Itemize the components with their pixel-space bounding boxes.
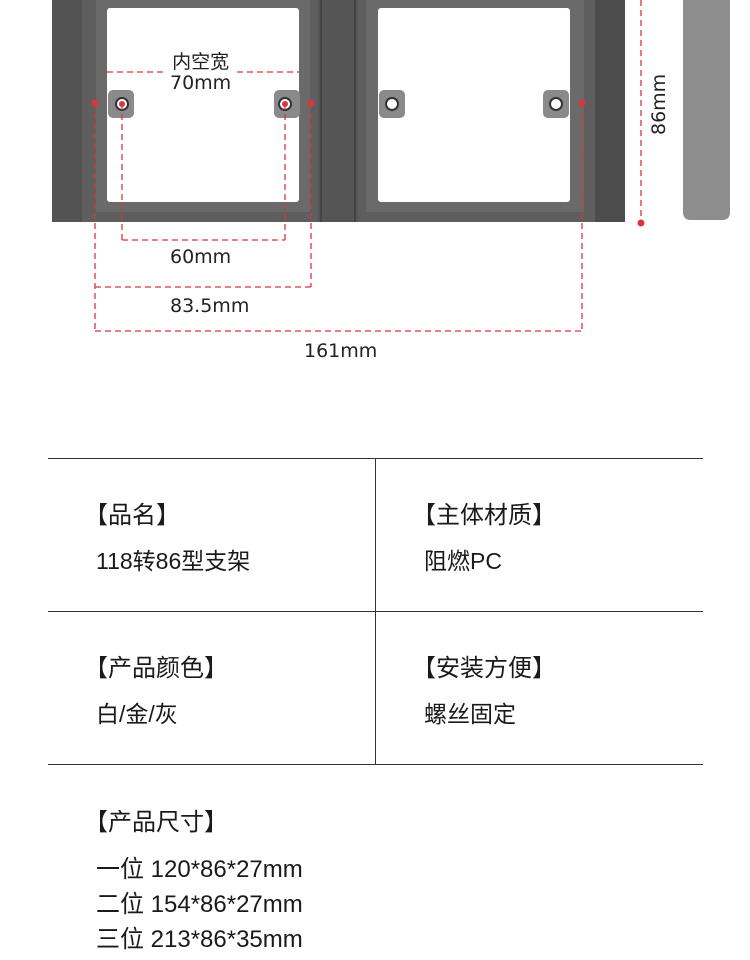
spec-cell-install: 【安装方便】 螺丝固定 — [376, 612, 703, 764]
spec-name-value: 118转86型支架 — [96, 548, 251, 574]
screw-tabs — [108, 90, 569, 118]
bracket-dimension-diagram: 内空宽 70mm 60mm 83.5mm 161mm 86mm — [0, 0, 750, 400]
right-opening — [378, 8, 570, 202]
spec-cell-color: 【产品颜色】 白/金/灰 — [48, 612, 376, 764]
spec-row-1: 【品名】 118转86型支架 【主体材质】 阻燃PC — [48, 458, 703, 611]
spec-name-title: 【品名】 — [84, 502, 180, 529]
spec-table: 【品名】 118转86型支架 【主体材质】 阻燃PC 【产品颜色】 白/金/灰 … — [48, 458, 703, 765]
spec-color-value: 白/金/灰 — [96, 701, 178, 727]
spec-material-title: 【主体材质】 — [412, 502, 556, 529]
spec-cell-material: 【主体材质】 阻燃PC — [376, 459, 703, 611]
spec-color-title: 【产品颜色】 — [84, 655, 228, 682]
bracket-frame — [52, 0, 625, 222]
inner-width-title: 内空宽 — [172, 51, 230, 73]
product-sizes: 【产品尺寸】 一位 120*86*27mm 二位 154*86*27mm 三位 … — [84, 808, 303, 957]
dim-86mm: 86mm — [648, 73, 670, 135]
dimension-points — [91, 99, 645, 227]
dimension-lines — [94, 0, 642, 332]
spec-row-2: 【产品颜色】 白/金/灰 【安装方便】 螺丝固定 — [48, 611, 703, 765]
spec-install-value: 螺丝固定 — [424, 701, 516, 727]
spec-cell-name: 【品名】 118转86型支架 — [48, 459, 376, 611]
inner-width-value: 70mm — [170, 72, 232, 94]
inner-width-label: 内空宽 70mm — [167, 51, 235, 94]
size-triple: 三位 213*86*35mm — [96, 926, 303, 953]
spec-install-title: 【安装方便】 — [412, 655, 556, 682]
dim-60mm: 60mm — [168, 246, 234, 268]
size-single: 一位 120*86*27mm — [96, 856, 303, 883]
product-sizes-title: 【产品尺寸】 — [84, 809, 228, 836]
size-double: 二位 154*86*27mm — [96, 891, 303, 918]
dim-161mm: 161mm — [302, 340, 380, 362]
dim-83-5mm: 83.5mm — [168, 295, 252, 317]
spec-material-value: 阻燃PC — [424, 548, 502, 574]
left-opening — [107, 8, 299, 202]
bracket-drawing — [52, 0, 730, 332]
bracket-side-profile — [683, 0, 730, 220]
